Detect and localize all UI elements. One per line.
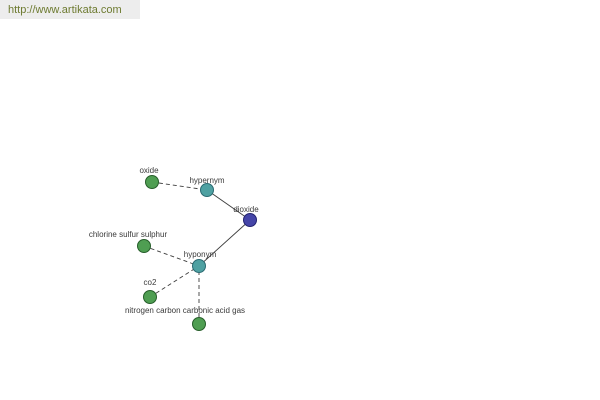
graph-node-hyponym[interactable] [192, 259, 206, 273]
node-label-co2: co2 [144, 278, 157, 287]
graph-node-nitrogen[interactable] [192, 317, 206, 331]
node-label-oxide: oxide [139, 166, 159, 175]
node-label-dioxide: dioxide [233, 205, 259, 214]
graph-node-dioxide[interactable] [243, 213, 257, 227]
graph-edge-dioxide-hyponym [198, 219, 251, 267]
graph-node-hypernym[interactable] [200, 183, 214, 197]
node-label-hypernym: hypernym [189, 176, 224, 185]
graph-edge-co2-hyponym [149, 265, 200, 298]
url-bar[interactable]: http://www.artikata.com [0, 0, 140, 19]
node-label-chlorine: chlorine sulfur sulphur [89, 230, 168, 239]
graph-node-oxide[interactable] [145, 175, 159, 189]
graph-node-chlorine[interactable] [137, 239, 151, 253]
graph-node-co2[interactable] [143, 290, 157, 304]
graph-edge-hypernym-dioxide [206, 189, 251, 221]
graph-edge-chlorine-hyponym [143, 245, 200, 267]
graph-edge-oxide-hypernym [151, 181, 208, 191]
url-text: http://www.artikata.com [8, 3, 122, 16]
node-label-nitrogen: nitrogen carbon carbonic acid gas [125, 306, 245, 315]
node-label-hyponym: hyponym [184, 250, 217, 259]
